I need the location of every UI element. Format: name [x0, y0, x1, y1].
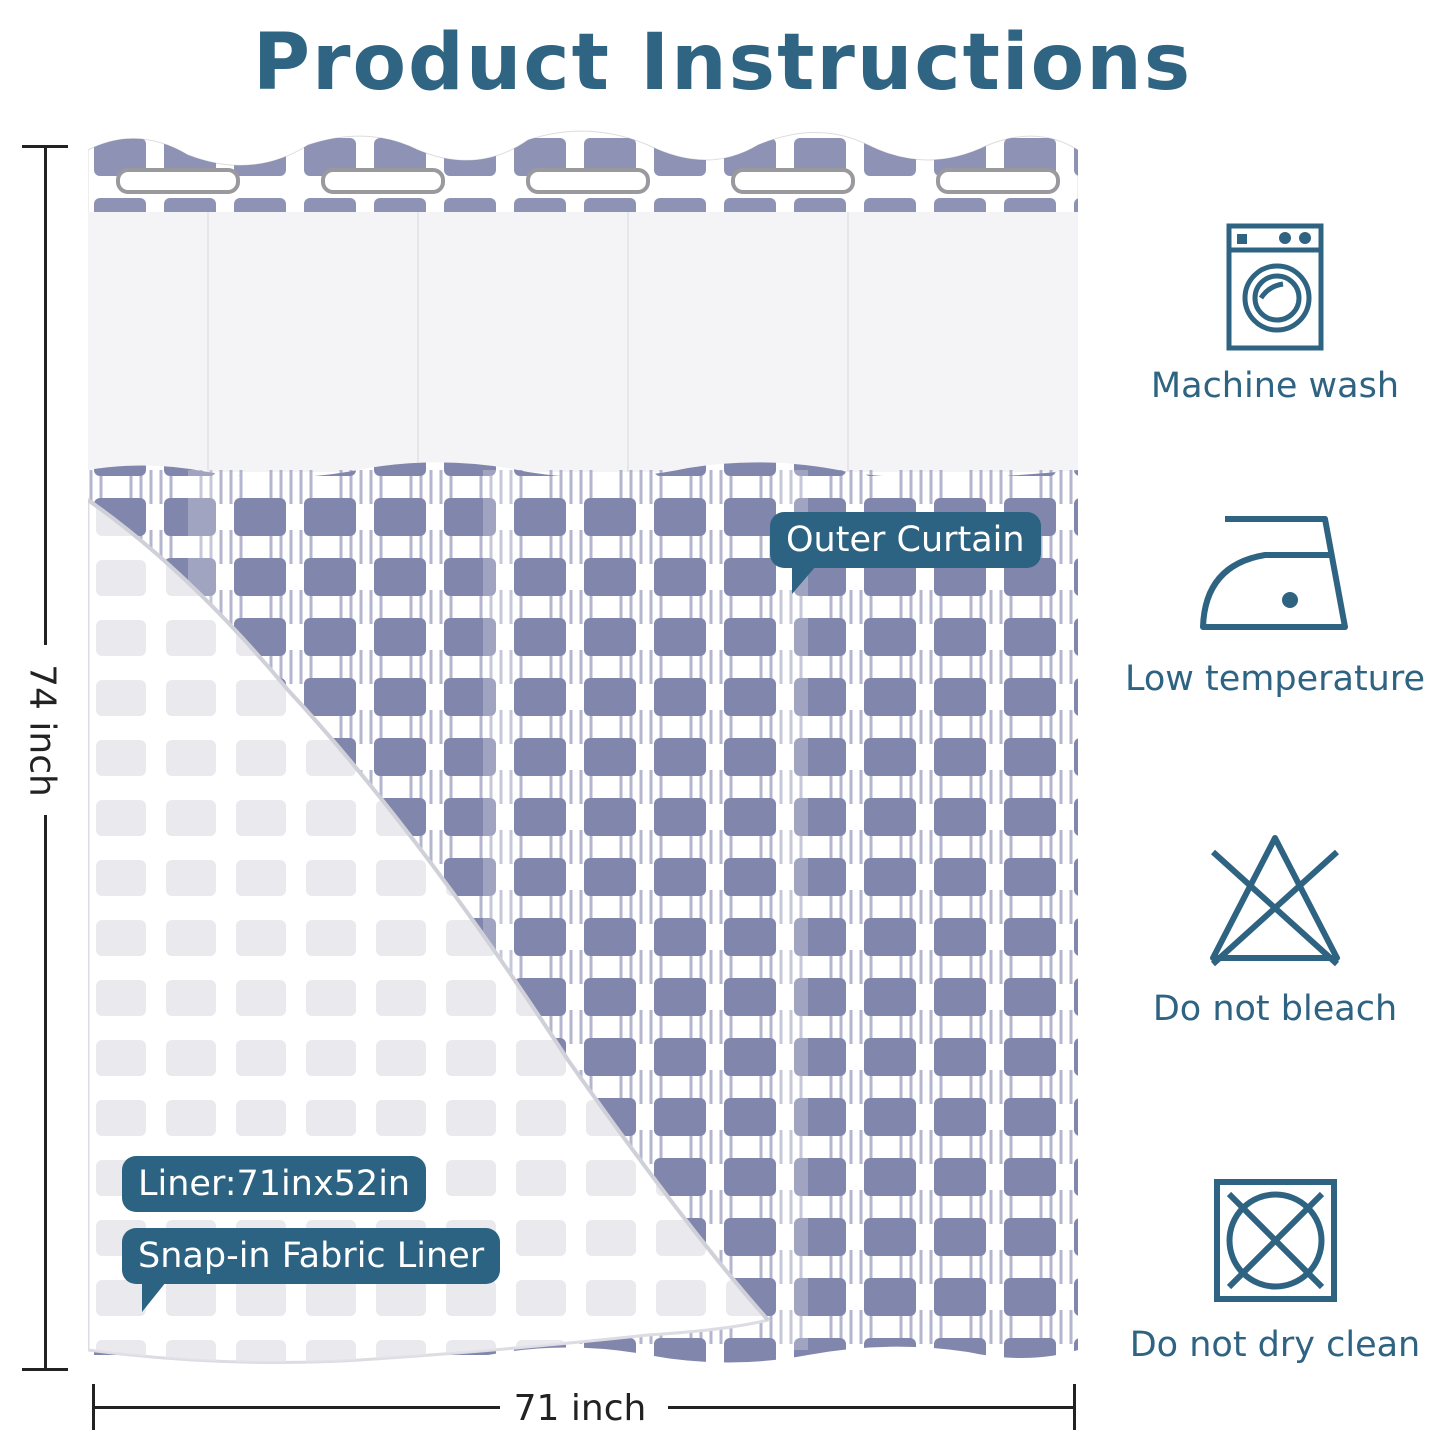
no-bleach-label: Do not bleach	[1152, 989, 1398, 1029]
low-temperature-label: Low temperature	[1124, 659, 1426, 699]
height-dimension-line-upper	[44, 145, 47, 645]
outer-curtain-label: Outer Curtain	[786, 520, 1025, 560]
machine-wash-label: Machine wash	[1150, 366, 1400, 406]
iron-low-icon	[1200, 516, 1348, 630]
liner-type-callout: Snap-in Fabric Liner	[122, 1228, 501, 1312]
page-title: Product Instructions	[252, 18, 1193, 108]
liner-size-label: Liner:71inx52in	[138, 1164, 411, 1204]
outer-curtain-callout: Outer Curtain	[770, 512, 1041, 594]
width-dimension-line-left	[92, 1406, 500, 1409]
no-bleach-icon	[1210, 835, 1340, 967]
height-dimension-bottom-cap	[22, 1368, 68, 1371]
width-dimension-right-cap	[1073, 1384, 1076, 1430]
callout-tail	[142, 1282, 166, 1312]
curtain-illustration	[88, 130, 1078, 1364]
liner-type-label: Snap-in Fabric Liner	[138, 1236, 485, 1276]
care-item-no-dry-clean: Do not dry clean	[1110, 1178, 1440, 1365]
callout-tail	[792, 566, 816, 594]
washing-machine-icon	[1226, 223, 1324, 351]
width-label: 71 inch	[513, 1388, 647, 1429]
no-dry-clean-icon	[1213, 1179, 1337, 1302]
liner-size-callout: Liner:71inx52in	[122, 1156, 427, 1212]
height-label: 74 inch	[21, 664, 63, 797]
no-dry-clean-label: Do not dry clean	[1129, 1325, 1421, 1365]
care-item-machine-wash: Machine wash	[1110, 222, 1440, 406]
care-item-low-temperature: Low temperature	[1110, 515, 1440, 699]
height-dimension-line-lower	[44, 815, 47, 1370]
care-item-no-bleach: Do not bleach	[1110, 832, 1440, 1029]
width-dimension-line-right	[668, 1406, 1076, 1409]
